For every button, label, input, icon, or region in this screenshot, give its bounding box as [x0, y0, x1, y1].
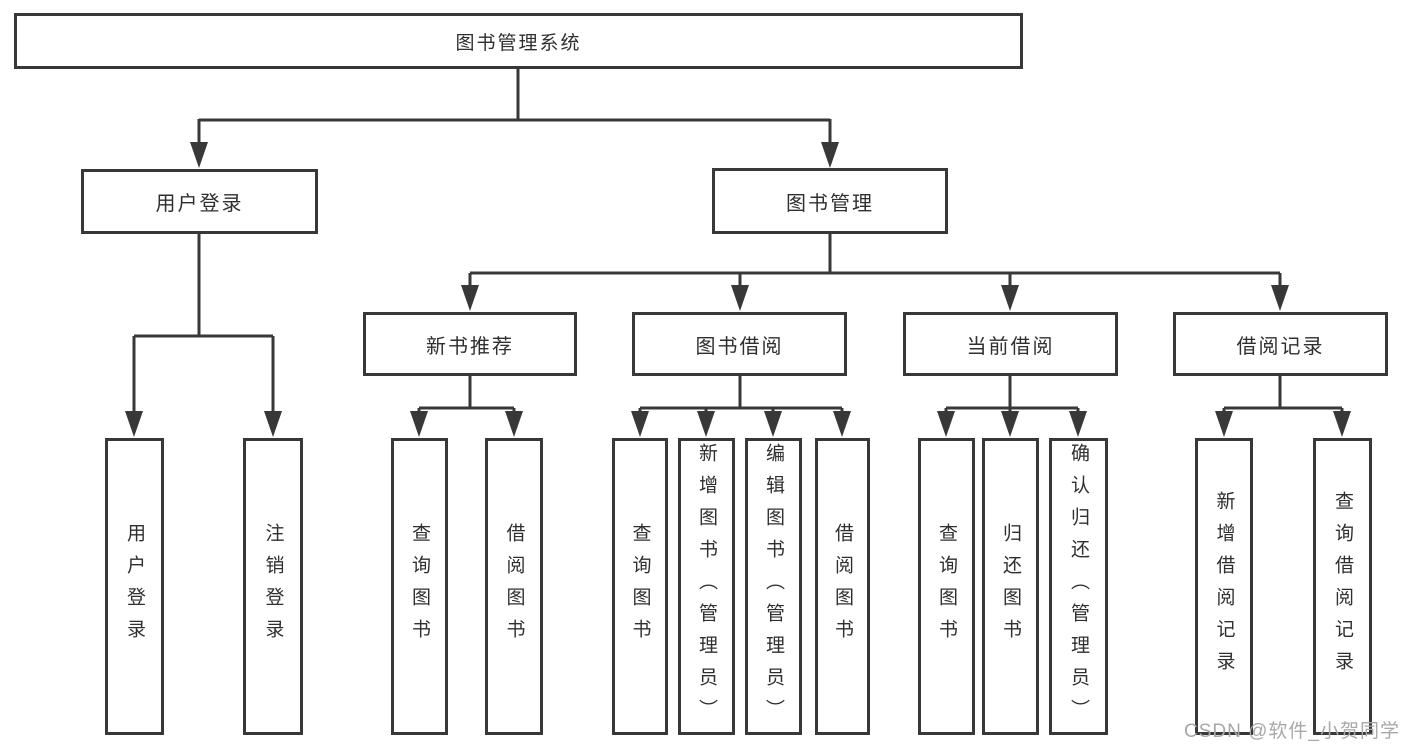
- leaf-confirm-return-admin: 确认归还（管理员）: [1049, 438, 1108, 735]
- leaf-user-login: 用户登录: [105, 438, 164, 735]
- node-user-login: 用户登录: [81, 169, 318, 234]
- leaf-query-books-current: 查询图书: [918, 438, 975, 735]
- node-new-book-recommend: 新书推荐: [363, 312, 577, 376]
- leaf-query-books-recommend: 查询图书: [391, 438, 448, 735]
- node-book-management: 图书管理: [712, 168, 948, 234]
- leaf-logout: 注销登录: [243, 438, 303, 735]
- csdn-watermark: CSDN @软件_小贺同学: [1184, 721, 1400, 742]
- node-current-borrow: 当前借阅: [903, 312, 1118, 376]
- leaf-edit-book-admin: 编辑图书（管理员）: [745, 438, 802, 735]
- node-book-borrow: 图书借阅: [632, 312, 847, 376]
- connector-segments: [132, 69, 1344, 413]
- node-borrow-records: 借阅记录: [1173, 312, 1388, 376]
- node-root: 图书管理系统: [14, 13, 1023, 69]
- leaf-query-books-borrow: 查询图书: [612, 438, 668, 735]
- leaf-add-borrow-record: 新增借阅记录: [1195, 438, 1253, 735]
- leaf-borrow-books-recommend: 借阅图书: [485, 438, 543, 735]
- leaf-add-book-admin: 新增图书（管理员）: [678, 438, 735, 735]
- leaf-borrow-books: 借阅图书: [815, 438, 870, 735]
- leaf-return-book: 归还图书: [982, 438, 1039, 735]
- leaf-query-borrow-record: 查询借阅记录: [1313, 438, 1372, 735]
- arrow-down-icon: [125, 142, 1351, 437]
